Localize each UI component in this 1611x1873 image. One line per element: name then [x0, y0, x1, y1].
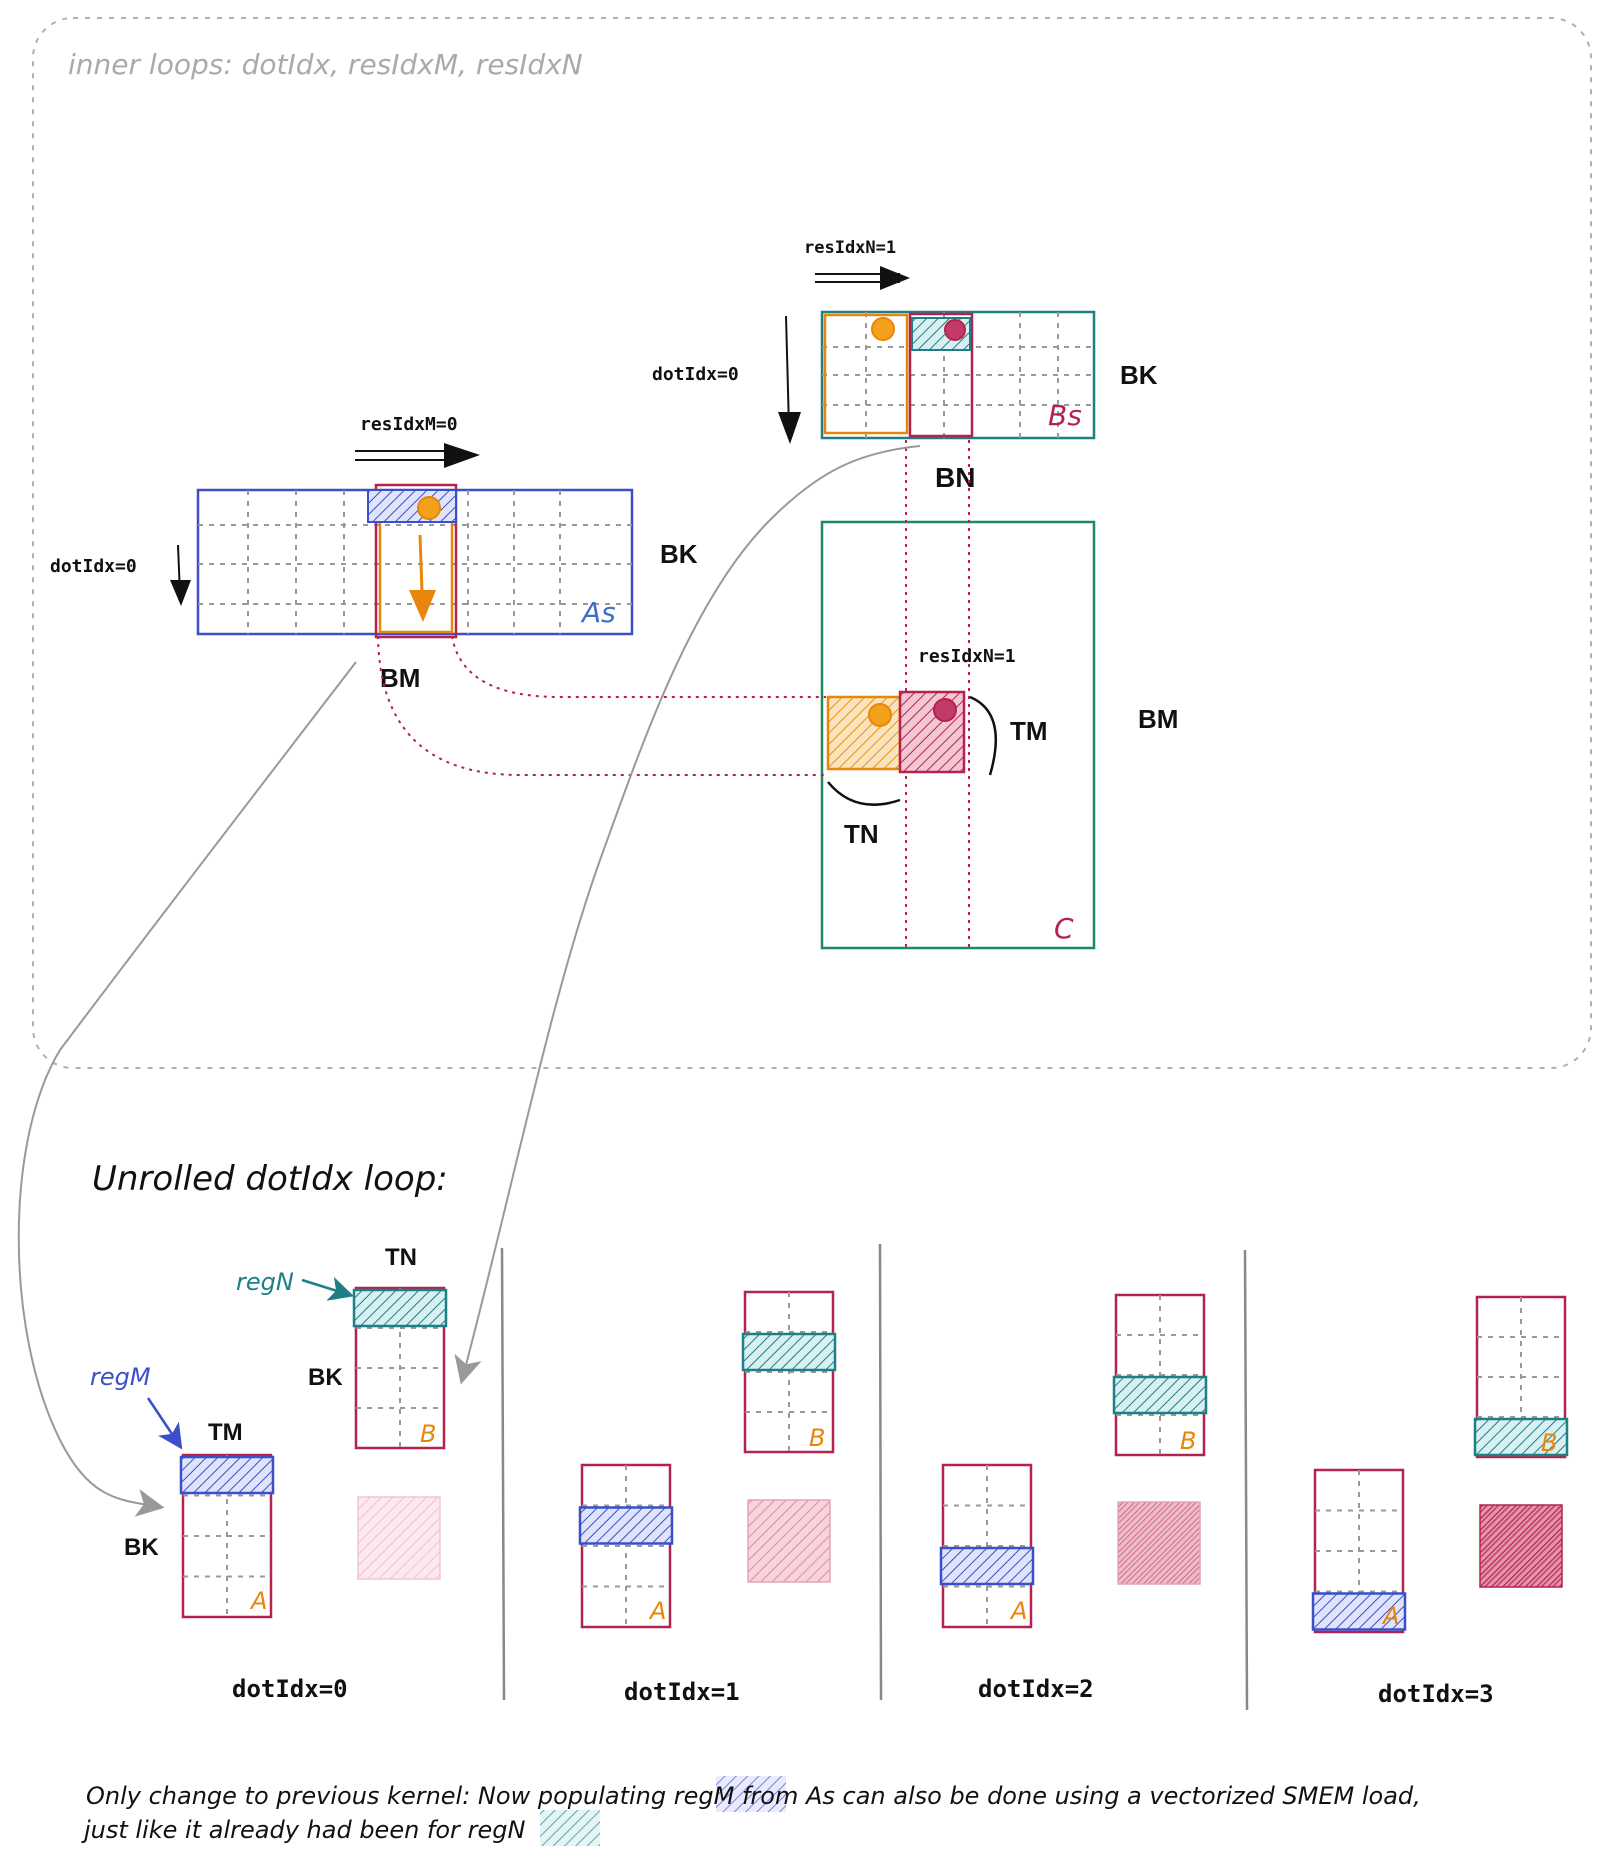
regm-row — [939, 1546, 1035, 1586]
as-grid — [198, 490, 632, 634]
residxn-c-label: resIdxN=1 — [918, 646, 1016, 667]
dotidx-bs-label: dotIdx=0 — [652, 364, 739, 385]
bs-to-b-arrow — [454, 445, 921, 1385]
dotidx-step-label: dotIdx=3 — [1378, 1680, 1494, 1708]
b-name: B — [420, 1420, 436, 1448]
result-tile — [747, 1499, 831, 1583]
a-name: A — [249, 1587, 267, 1615]
dotidx-as-label: dotIdx=0 — [50, 556, 137, 577]
result-tile — [1117, 1501, 1201, 1585]
tm-brace — [969, 695, 998, 776]
bm-as-label: BM — [380, 663, 420, 693]
residxn-top-arrow — [815, 266, 910, 290]
footer-line2: just like it already had been for regN — [81, 1816, 525, 1844]
regm-arrow — [146, 1397, 183, 1450]
bs-crimson-dot — [944, 319, 966, 341]
tm-a-label: TM — [208, 1419, 243, 1446]
as-tile: resIdxM=0 dotIdx=0 — [50, 414, 698, 693]
dotidx-step-label: dotIdx=1 — [624, 1678, 740, 1706]
dotidx-bs-arrow — [778, 315, 801, 444]
regn-arrow — [301, 1276, 354, 1301]
regn-row — [741, 1332, 837, 1372]
regm-row — [1311, 1592, 1407, 1631]
bs-name: Bs — [1048, 399, 1082, 432]
b-block-grid — [1116, 1295, 1204, 1455]
footer-line2-regn: regN — [468, 1816, 526, 1844]
c-orange-tile — [826, 695, 902, 771]
b-name: B — [1180, 1427, 1196, 1455]
bs-crimson-strip — [908, 312, 974, 438]
tm-c-label: TM — [1010, 716, 1048, 746]
footer-line1-regm: regM — [674, 1782, 735, 1810]
as-blue-hatch — [367, 489, 457, 523]
as-orange-dot — [417, 496, 441, 520]
a-name: A — [1381, 1602, 1399, 1630]
residxm-label: resIdxM=0 — [360, 414, 458, 435]
bm-c-label: BM — [1138, 704, 1178, 734]
regn-row — [1112, 1375, 1208, 1415]
as-to-c-dotted-curves — [377, 635, 826, 776]
c-orange-dot — [868, 703, 892, 727]
c-frame — [820, 520, 1096, 950]
footer-line1: Only change to previous kernel: Now popu… — [86, 1782, 1421, 1810]
tn-brace — [827, 781, 901, 806]
footer-line1-pre: Only change to previous kernel: Now popu… — [86, 1782, 666, 1810]
regm-row — [578, 1506, 674, 1545]
b-block-grid — [745, 1292, 833, 1452]
unrolled-title: Unrolled dotIdx loop: — [92, 1159, 448, 1199]
as-to-a-arrow — [17, 661, 357, 1517]
bk-as-label: BK — [660, 539, 698, 569]
regm-label: regM — [90, 1363, 151, 1391]
footer-line1-post: from As can also be done using a vectori… — [742, 1782, 1421, 1810]
a-name: A — [1009, 1597, 1027, 1625]
inner-loops-container — [32, 17, 1592, 1069]
bs-orange-strip — [823, 313, 909, 435]
b-name: B — [1541, 1429, 1557, 1457]
residxn-top-label: resIdxN=1 — [804, 238, 896, 258]
step-separators — [500, 1243, 1249, 1711]
as-name: As — [580, 596, 616, 629]
bk-bs-label: BK — [1120, 360, 1158, 390]
as-orange-arrow — [409, 534, 436, 622]
bs-tile: resIdxN=1 dotIdx=0 Bs BK BN — [652, 238, 1158, 493]
tn-b-label: TN — [385, 1244, 417, 1271]
a-name: A — [648, 1597, 666, 1625]
regn-row — [352, 1288, 448, 1328]
bk-a-label: BK — [124, 1534, 159, 1561]
bn-label: BN — [935, 462, 975, 493]
dotidx-as-arrow — [170, 544, 191, 606]
result-tile — [1479, 1504, 1563, 1588]
tn-c-label: TN — [844, 819, 879, 849]
a-block-grid — [582, 1465, 670, 1627]
dotidx-step-label: dotIdx=0 — [232, 1675, 348, 1703]
dotidx-step-label: dotIdx=2 — [978, 1675, 1094, 1703]
regn-label: regN — [236, 1268, 294, 1296]
b-name: B — [809, 1424, 825, 1452]
c-crimson-dot — [933, 698, 957, 722]
c-tile: resIdxN=1 TM BM TN C — [820, 440, 1178, 950]
result-tile — [357, 1496, 441, 1580]
footer-line2-pre: just like it already had been for — [81, 1816, 462, 1844]
regm-row — [179, 1455, 275, 1495]
footer-note: Only change to previous kernel: Now popu… — [81, 1776, 1421, 1846]
inner-loops-title: inner loops: dotIdx, resIdxM, resIdxN — [68, 48, 583, 81]
footer-regn-highlight — [540, 1810, 600, 1846]
bk-b-label: BK — [308, 1364, 343, 1391]
a-block-grid — [943, 1465, 1031, 1627]
footer-regm-highlight — [716, 1776, 786, 1812]
bs-orange-dot — [871, 317, 895, 341]
residxm-arrow — [355, 443, 480, 468]
as-crimson-strip — [374, 483, 458, 639]
regn-row — [1473, 1417, 1569, 1457]
c-name: C — [1054, 912, 1074, 945]
